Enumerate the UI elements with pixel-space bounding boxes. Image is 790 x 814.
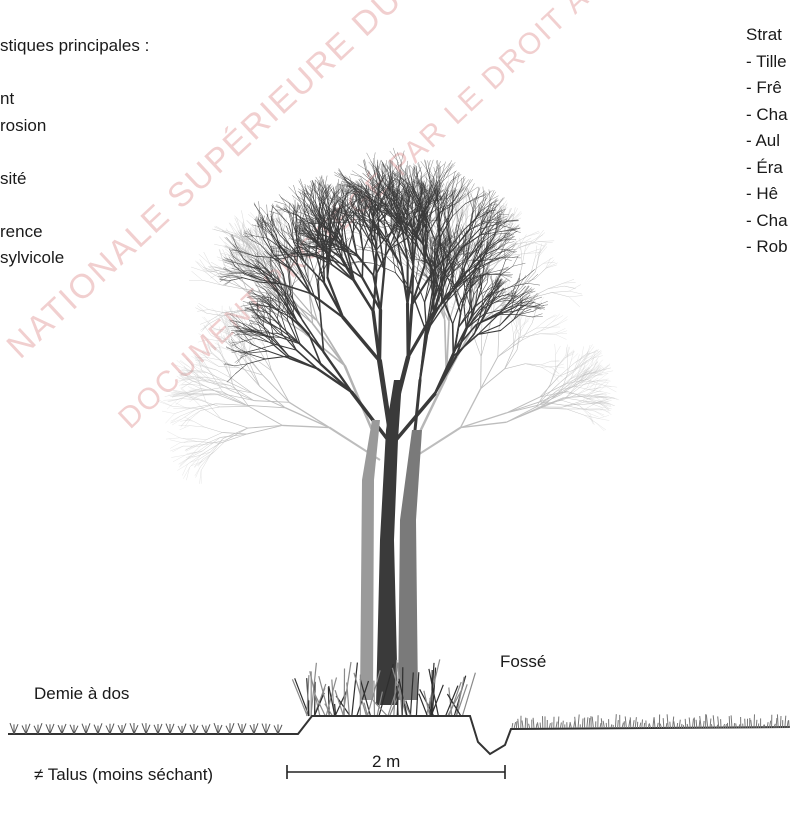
species-line: Strat [746,22,788,49]
strata-species-list: Strat- Tille- Frê- Cha- Aul- Éra- Hê- Ch… [746,22,788,261]
characteristics-line: sité [0,166,149,193]
characteristics-line [0,192,149,219]
characteristics-line: nt [0,86,149,113]
half-ridge-title: Demie à dos [34,680,213,707]
characteristics-line: stiques principales : [0,33,149,60]
scale-label: 2 m [372,749,400,776]
ditch-label: Fossé [500,649,546,676]
trunk-light [360,420,380,700]
characteristics-line: sylvicole [0,245,149,272]
characteristics-line [0,139,149,166]
characteristics-line: rence [0,219,149,246]
species-line: - Cha [746,208,788,235]
species-line: - Aul [746,128,788,155]
half-ridge-label: Demie à dos ≠ Talus (moins séchant) [34,626,213,814]
species-line: - Frê [746,75,788,102]
species-line: - Tille [746,49,788,76]
tree-branches [218,148,548,440]
species-line: - Cha [746,102,788,129]
half-ridge-note: ≠ Talus (moins séchant) [34,761,213,788]
characteristics-line [0,60,149,87]
grass-right [512,714,789,728]
species-line: - Hê [746,181,788,208]
tree-trunks [360,380,422,705]
species-line: - Éra [746,155,788,182]
species-line: - Rob [746,234,788,261]
characteristics-line: rosion [0,113,149,140]
trunk-back [398,430,422,700]
